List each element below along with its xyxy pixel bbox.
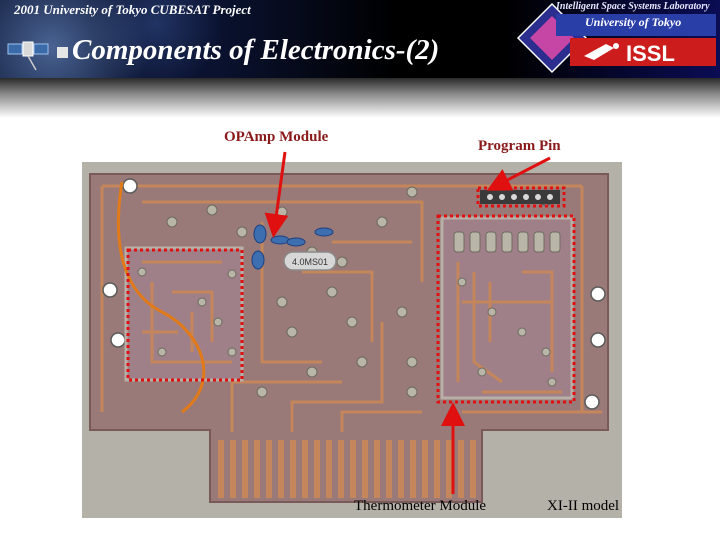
- model-label: XI-II model: [547, 498, 620, 514]
- project-title: 2001 University of Tokyo CUBESAT Project: [14, 2, 251, 17]
- university-name: University of Tokyo: [585, 15, 682, 29]
- pcb-photo: 4.0MS01: [82, 162, 622, 518]
- thermometer-label: Thermometer Module: [354, 498, 487, 514]
- program-pin-label: Program Pin: [478, 138, 561, 154]
- slide-title: Components of Electronics-(2): [72, 34, 440, 66]
- satellite-icon: [7, 41, 49, 71]
- issl-text: ISSL: [626, 41, 675, 66]
- space-background: [0, 0, 260, 78]
- issl-logo: [516, 2, 716, 74]
- pcb-illustration: 4.0MS01: [89, 173, 609, 503]
- title-bullet: [57, 47, 68, 58]
- lab-name: Intelligent Space Systems Laboratory: [556, 1, 710, 12]
- thermometer-highlight-box: [436, 214, 576, 404]
- slide-header: 2001 University of Tokyo CUBESAT Project…: [0, 0, 720, 78]
- opamp-label: OPAmp Module: [224, 129, 329, 145]
- opamp-highlight-box: [126, 248, 244, 382]
- header-shadow: [0, 78, 720, 118]
- crystal-label: 4.0MS01: [292, 257, 328, 267]
